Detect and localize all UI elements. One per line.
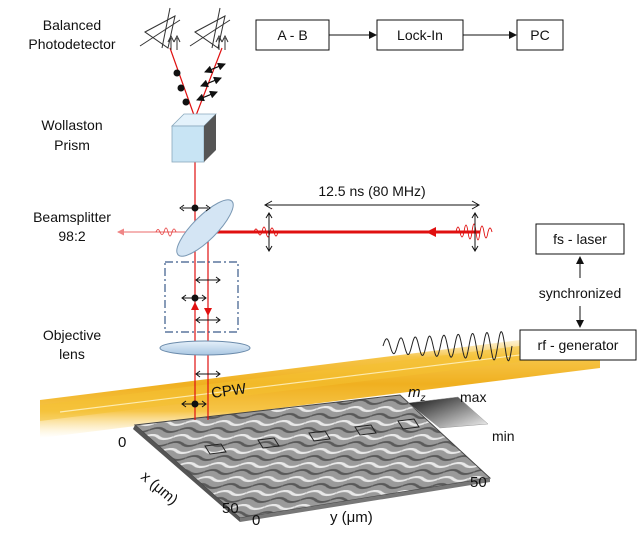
scan-positions [204, 418, 420, 455]
laser-pulse [455, 223, 493, 241]
detector-label-line1: Balanced [43, 17, 101, 33]
y-axis-label: y (μm) [330, 509, 373, 526]
polarization-marker [181, 276, 221, 324]
x-axis-fifty: 50 [222, 500, 239, 517]
lockin-box-label: Lock-In [397, 27, 443, 43]
beamsplitter-label-line1: Beamsplitter [33, 209, 111, 225]
diff-box: A - B [255, 19, 330, 51]
polarization-marker [265, 212, 479, 252]
wollaston-prism [171, 113, 217, 163]
rf-generator-box: rf - generator [519, 329, 637, 361]
rf-signal-wave [382, 331, 513, 362]
pc-box-label: PC [530, 27, 549, 43]
laser-pulse [253, 226, 279, 238]
rf-generator-box-label: rf - generator [538, 337, 619, 353]
scan-square [397, 418, 420, 430]
scale-mz-label: mz [408, 384, 426, 404]
prism-label-line1: Wollaston [41, 117, 102, 133]
beamsplitter-label-line2: 98:2 [58, 228, 85, 244]
cpw-label: CPW [210, 380, 248, 402]
y-axis-zero: 0 [252, 512, 260, 529]
sample-map: CPW [40, 330, 600, 522]
pulse-spacing-arrow [263, 200, 481, 210]
x-axis-zero: 0 [118, 434, 126, 451]
dashed-region [164, 261, 239, 333]
pulse-spacing-label: 12.5 ns (80 MHz) [318, 183, 425, 199]
objective-lens [159, 340, 251, 356]
polarization-marker [179, 204, 211, 212]
photodiode-icon-a [139, 7, 181, 50]
lockin-box: Lock-In [376, 19, 464, 51]
x-axis-label: x (μm) [137, 468, 181, 509]
scale-min-label: min [492, 428, 515, 444]
laser-pulse [155, 227, 177, 237]
scale-max-label: max [460, 389, 486, 405]
pc-box: PC [516, 19, 564, 51]
beamsplitter [176, 199, 234, 257]
objective-label-line1: Objective [43, 327, 102, 343]
diff-box-label: A - B [277, 27, 307, 43]
scan-square [308, 430, 331, 442]
photodiode-icon-b [189, 7, 231, 50]
scan-square [204, 443, 227, 455]
laser-box-label: fs - laser [553, 231, 607, 247]
prism-label-line2: Prism [54, 137, 90, 153]
scan-square [354, 424, 377, 436]
detector-label-line2: Photodetector [28, 36, 116, 52]
synchronized-label: synchronized [539, 285, 622, 301]
polarization-marker [181, 370, 221, 408]
objective-label-line2: lens [59, 346, 85, 362]
photodetector [139, 7, 231, 106]
color-scale: mz max min [407, 384, 515, 444]
scan-square [257, 437, 280, 449]
y-axis-fifty: 50 [470, 474, 487, 491]
laser-box: fs - laser [535, 223, 625, 255]
